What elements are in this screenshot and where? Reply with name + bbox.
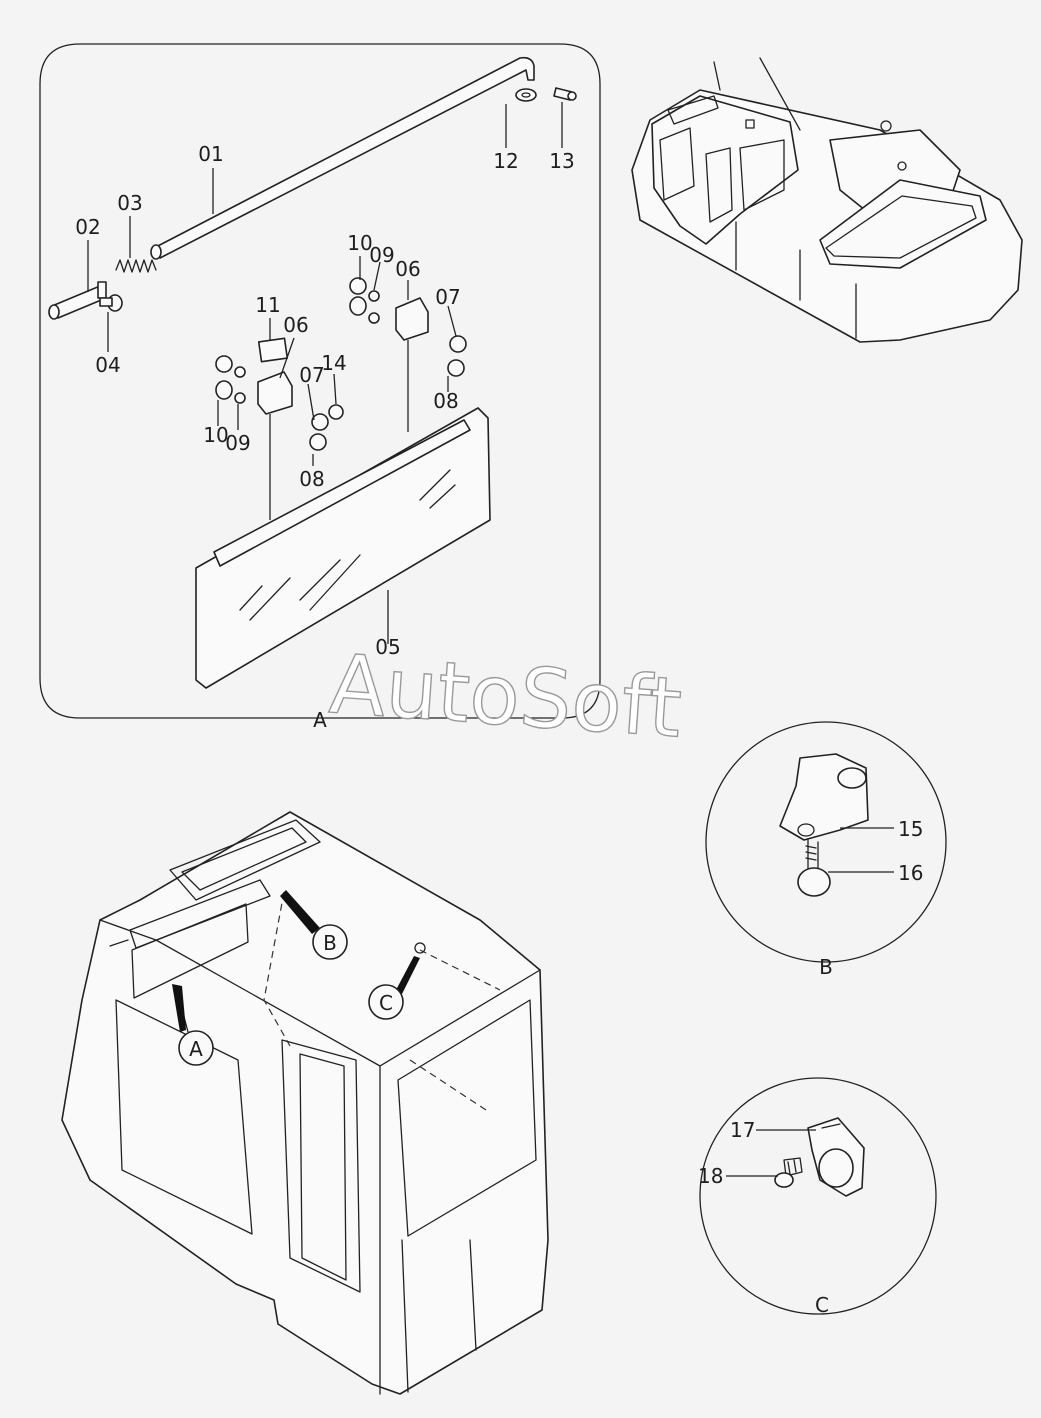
screw-part-18 [774, 1157, 803, 1188]
marker-b: B [280, 890, 348, 960]
callout-12: 12 [493, 149, 518, 173]
callout-06a: 06 [283, 313, 308, 337]
hinge-assembly-right [349, 277, 467, 377]
marker-c-label: C [379, 991, 393, 1015]
detail-a-frame [39, 43, 601, 719]
marker-c: C [368, 942, 426, 1020]
callout-10a: 10 [203, 423, 228, 447]
spring-part-03 [115, 259, 157, 273]
excavator-overview [631, 57, 1023, 343]
marker-a-label: A [189, 1037, 203, 1061]
callout-03: 03 [117, 191, 142, 215]
callout-07a: 07 [299, 363, 324, 387]
callout-10b: 10 [347, 231, 372, 255]
rod-part-01 [150, 56, 535, 260]
callout-18: 18 [698, 1164, 723, 1188]
washer-inner-12 [521, 92, 531, 98]
callout-17: 17 [730, 1118, 755, 1142]
callout-13: 13 [549, 149, 574, 173]
bolt-part-04 [99, 294, 123, 312]
callout-09b: 09 [369, 243, 394, 267]
callout-09a: 09 [225, 431, 250, 455]
bracket-part-17 [807, 1117, 865, 1197]
view-b-label: B [819, 955, 833, 979]
callout-07b: 07 [435, 285, 460, 309]
detail-b-circle [705, 721, 947, 963]
callout-08b: 08 [433, 389, 458, 413]
callout-11: 11 [255, 293, 280, 317]
callout-02: 02 [75, 215, 100, 239]
washer-part-12 [515, 88, 537, 102]
marker-a: A [172, 984, 214, 1066]
callout-08a: 08 [299, 467, 324, 491]
marker-b-label: B [323, 931, 337, 955]
callout-04: 04 [95, 353, 120, 377]
leader-lines-a [87, 102, 563, 644]
pin-part-02 [48, 281, 107, 320]
cab-overview [61, 811, 549, 1395]
detail-c-circle [699, 1077, 937, 1315]
glass-panel-part-05 [195, 407, 491, 689]
view-a-label: A [313, 708, 327, 732]
callout-06b: 06 [395, 257, 420, 281]
callout-15: 15 [898, 817, 923, 841]
hinge-assembly-left [215, 337, 344, 451]
callout-16: 16 [898, 861, 923, 885]
view-c-label: C [815, 1293, 829, 1317]
callout-05: 05 [375, 635, 400, 659]
callout-14: 14 [321, 351, 346, 375]
clip-part-13 [553, 87, 577, 101]
hinge-part-15 [779, 753, 869, 841]
watermark-text: AutoSoft [327, 637, 685, 756]
bolt-part-16 [797, 839, 831, 897]
callout-01: 01 [198, 142, 223, 166]
